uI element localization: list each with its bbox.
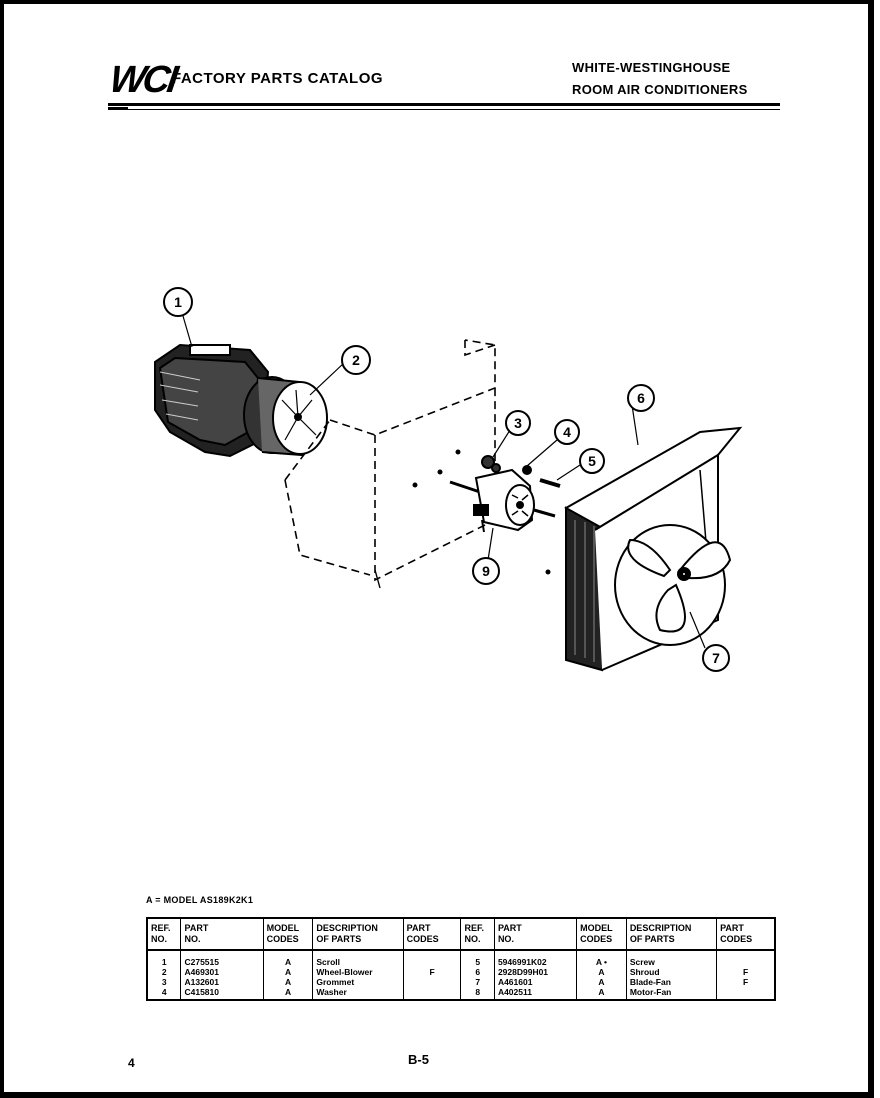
table-cell: A bbox=[262, 977, 314, 987]
col-ref-2: REF.NO. bbox=[460, 917, 495, 951]
table-cell: A bbox=[576, 967, 627, 977]
fan-motor bbox=[449, 468, 556, 533]
table-cell: Wheel-Blower bbox=[312, 967, 404, 977]
brand-line-2: ROOM AIR CONDITIONERS bbox=[572, 82, 748, 97]
table-cell: 7 bbox=[460, 977, 495, 987]
callout-6: 6 bbox=[637, 390, 645, 406]
table-row: 3 A132601 A Grommet 7 A461601 A Blade-Fa… bbox=[146, 977, 776, 987]
table-cell: F bbox=[716, 977, 776, 987]
page-reference: B-5 bbox=[408, 1052, 429, 1067]
page-number: 4 bbox=[128, 1056, 135, 1070]
table-cell: 3 bbox=[146, 977, 182, 987]
callout-2: 2 bbox=[352, 352, 360, 368]
header-rule bbox=[108, 103, 780, 106]
table-cell: A461601 bbox=[493, 977, 578, 987]
fan-blade bbox=[614, 524, 732, 646]
table-cell: A bbox=[576, 987, 627, 1000]
table-row: 4 C415810 A Washer 8 A402511 A Motor-Fan bbox=[146, 987, 776, 1000]
blower-wheel bbox=[243, 376, 328, 457]
table-cell: 6 bbox=[460, 967, 495, 977]
table-cell: A402511 bbox=[493, 987, 578, 1000]
callout-9: 9 bbox=[482, 563, 490, 579]
table-cell: 1 bbox=[146, 950, 182, 967]
callout-4: 4 bbox=[563, 424, 571, 440]
table-cell: Grommet bbox=[312, 977, 404, 987]
callout-5: 5 bbox=[588, 453, 596, 469]
table-cell: A132601 bbox=[180, 977, 264, 987]
table-cell: Scroll bbox=[312, 950, 404, 967]
partition-panel bbox=[284, 339, 496, 582]
callout-leaders bbox=[182, 315, 706, 649]
callout-circles bbox=[163, 287, 730, 672]
table-cell: C275515 bbox=[180, 950, 264, 967]
table-cell: F bbox=[402, 967, 462, 977]
table-cell bbox=[402, 977, 462, 987]
header-rule-stub bbox=[108, 107, 128, 109]
table-cell bbox=[716, 950, 776, 967]
table-cell: 4 bbox=[146, 987, 182, 1000]
header-rule-thin bbox=[108, 109, 780, 110]
table-cell: Shroud bbox=[625, 967, 718, 977]
callout-3: 3 bbox=[514, 415, 522, 431]
table-cell: 2 bbox=[146, 967, 182, 977]
callout-labels: 1 2 3 4 5 6 7 9 bbox=[174, 294, 720, 666]
table-cell: A • bbox=[576, 950, 627, 967]
table-cell: Blade-Fan bbox=[625, 977, 718, 987]
table-cell bbox=[716, 987, 776, 1000]
table-cell: 2928D99H01 bbox=[493, 967, 578, 977]
table-cell: 5946991K02 bbox=[493, 950, 578, 967]
model-note: A = MODEL AS189K2K1 bbox=[146, 895, 254, 905]
table-cell: F bbox=[716, 967, 776, 977]
col-ref: REF.NO. bbox=[146, 917, 182, 951]
scroll-housing bbox=[154, 343, 270, 458]
table-cell: C415810 bbox=[180, 987, 264, 1000]
brand-line-1: WHITE-WESTINGHOUSE bbox=[572, 60, 731, 75]
table-cell: A bbox=[262, 987, 314, 1000]
table-cell: A469301 bbox=[180, 967, 264, 977]
catalog-title: FACTORY PARTS CATALOG bbox=[172, 70, 384, 87]
table-cell: Screw bbox=[625, 950, 718, 967]
table-row: 1 C275515 A Scroll 5 5946991K02 A • Scre… bbox=[146, 950, 776, 967]
table-cell: 5 bbox=[460, 950, 495, 967]
table-cell: A bbox=[576, 977, 627, 987]
callout-1: 1 bbox=[174, 294, 182, 310]
table-cell: A bbox=[262, 950, 314, 967]
table-cell: A bbox=[262, 967, 314, 977]
table-cell bbox=[402, 987, 462, 1000]
table-cell: Washer bbox=[312, 987, 404, 1000]
table-cell bbox=[402, 950, 462, 967]
table-cell: 8 bbox=[460, 987, 495, 1000]
table-cell: Motor-Fan bbox=[625, 987, 718, 1000]
callout-7: 7 bbox=[712, 650, 720, 666]
table-row: 2 A469301 A Wheel-Blower F 6 2928D99H01 … bbox=[146, 967, 776, 977]
